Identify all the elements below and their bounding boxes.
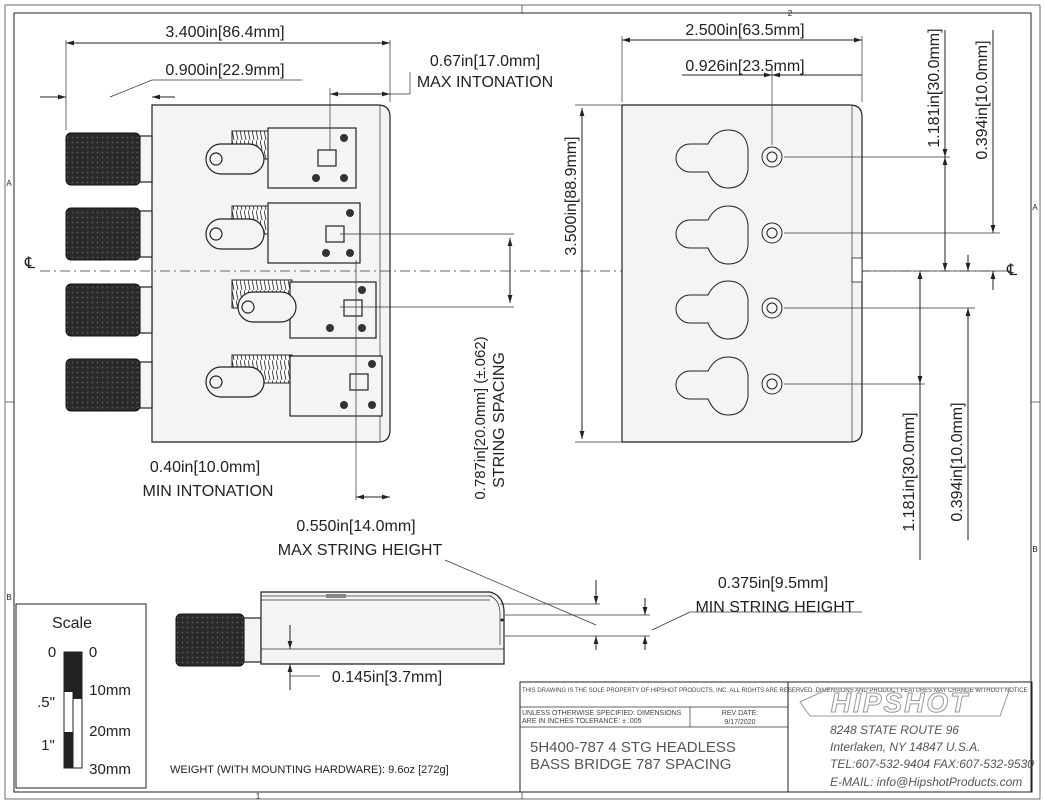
hole-offset-dim: 0.926in[23.5mm] (685, 58, 804, 75)
max-string-height-dim: 0.550in[14.0mm] (296, 518, 415, 535)
upper-outer-spacing-dim: 1.181in[30.0mm] (926, 28, 943, 147)
address-line-2: Interlaken, NY 14847 U.S.A. (830, 740, 981, 754)
scale-inch-1: 1" (41, 737, 55, 754)
address-line-1: 8248 STATE ROUTE 96 (830, 723, 959, 737)
zone-label: A (6, 179, 12, 188)
min-intonation-label: MIN INTONATION (143, 483, 274, 500)
tuner-knob (65, 283, 153, 337)
zone-label: B (1032, 545, 1037, 554)
min-string-height-label: MIN STRING HEIGHT (695, 599, 854, 616)
scale-mm-0: 0 (89, 644, 97, 661)
part-description: BASS BRIDGE 787 SPACING (530, 756, 731, 773)
part-number: 5H400-787 4 STG HEADLESS (530, 739, 736, 756)
saddle (205, 202, 361, 264)
width-dim: 2.500in[63.5mm] (685, 22, 804, 39)
tuner-knob (65, 207, 153, 261)
string-spacing-dim: 0.787in[20.0mm] (±.062) (472, 336, 489, 499)
mounting-slot (675, 129, 783, 189)
upper-inner-spacing-dim: 0.394in[10.0mm] (974, 40, 991, 159)
min-string-height-dim: 0.375in[9.5mm] (718, 575, 828, 592)
string-spacing-label: STRING SPACING (491, 352, 508, 488)
notice-text: THIS DRAWING IS THE SOLE PROPERTY OF HIP… (522, 688, 1028, 694)
weight-note: WEIGHT (WITH MOUNTING HARDWARE): 9.6oz [… (170, 764, 449, 776)
height-dim: 3.500in[88.9mm] (563, 136, 580, 255)
lower-inner-spacing-dim: 0.394in[10.0mm] (949, 402, 966, 521)
max-intonation-label: MAX INTONATION (417, 74, 553, 91)
overall-length-dim: 3.400in[86.4mm] (165, 24, 284, 41)
tuner-knob (65, 358, 153, 412)
knob-offset-dim: 0.900in[22.9mm] (165, 62, 284, 79)
top-view (40, 40, 1010, 500)
zone-label: A (1032, 203, 1038, 212)
saddle (205, 354, 383, 417)
side-view (175, 559, 862, 690)
scale-mm-30: 30mm (89, 761, 131, 778)
tolerance-line-2: ARE IN INCHES TOLERANCE: ± .005 (522, 718, 642, 725)
saddle (205, 127, 357, 189)
email: E-MAIL: info@HipshotProducts.com (830, 775, 1022, 789)
zone-label: B (6, 593, 11, 602)
scale-mm-20: 20mm (89, 723, 131, 740)
base-thickness-dim: 0.145in[3.7mm] (332, 669, 442, 686)
hipshot-logo: HIPSHOT (799, 687, 1011, 719)
end-view (575, 30, 1000, 560)
scale-inch-0: 0 (48, 644, 56, 661)
mounting-slot (675, 280, 783, 340)
centerline-symbol: ℄ (1006, 262, 1018, 279)
max-intonation-dim: 0.67in[17.0mm] (430, 53, 540, 70)
mounting-slot (675, 356, 783, 416)
mounting-slot (675, 205, 783, 265)
zone-label: 2 (788, 9, 793, 18)
lower-outer-spacing-dim: 1.181in[30.0mm] (901, 412, 918, 531)
min-intonation-dim: 0.40in[10.0mm] (150, 459, 260, 476)
max-string-height-label: MAX STRING HEIGHT (278, 542, 443, 559)
tuner-knob (65, 132, 153, 186)
scale-title: Scale (52, 615, 92, 632)
zone-label: 1 (256, 792, 261, 801)
title-block (519, 681, 1033, 793)
rev-label: REV DATE: (722, 710, 758, 717)
scale-mm-10: 10mm (89, 682, 131, 699)
rev-date: 9/17/2020 (724, 719, 755, 726)
phone-fax: TEL:607-532-9404 FAX:607-532-9530 (830, 757, 1034, 771)
centerline-symbol: ℄ (24, 255, 36, 272)
scale-box (15, 603, 147, 789)
saddle (231, 279, 377, 339)
tolerance-line-1: UNLESS OTHERWISE SPECIFIED: DIMENSIONS (522, 710, 682, 717)
logo-text: HIPSHOT (831, 687, 970, 718)
scale-inch-half: .5" (37, 694, 55, 711)
